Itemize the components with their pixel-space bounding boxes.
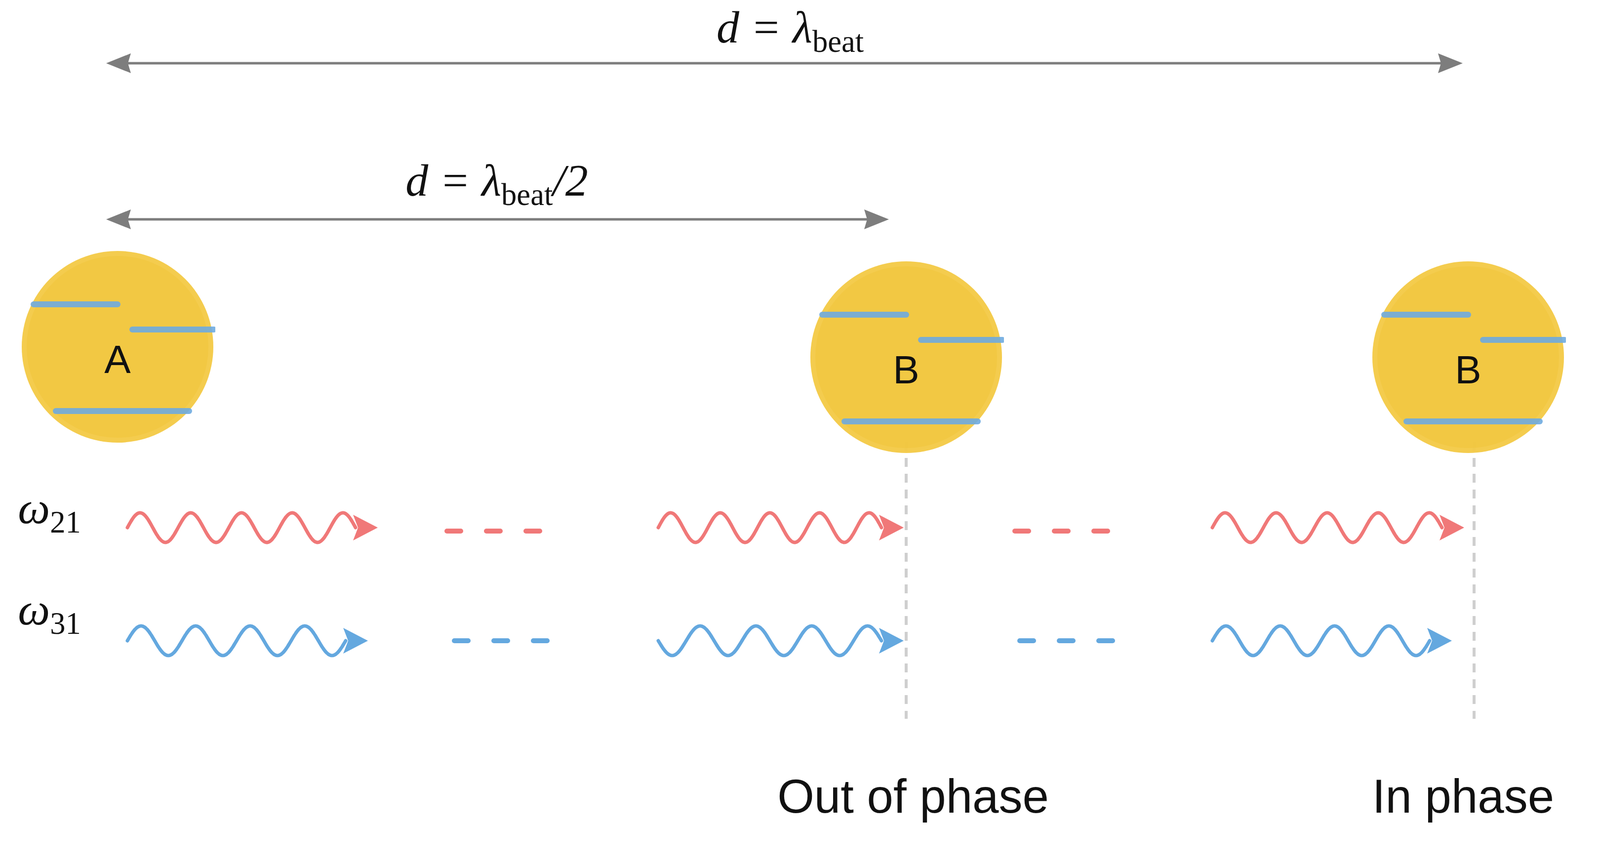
photon-wave [658, 512, 904, 543]
atom-label: B [1454, 324, 1481, 390]
atom-streak [822, 311, 907, 318]
wave-arrowhead [879, 627, 904, 654]
wave-arrowhead [879, 514, 904, 541]
ellipsis-dash [525, 528, 540, 534]
ellipsis-dash [533, 638, 548, 643]
atom-body [1372, 261, 1564, 453]
wave-line [127, 625, 346, 656]
ellipsis-dash [1098, 638, 1113, 643]
atom-circle: A [19, 248, 216, 445]
ellipsis-dash [1054, 528, 1069, 534]
arrow-head [1438, 53, 1463, 74]
atom-streak [920, 336, 1003, 343]
phase-label: In phase [1372, 772, 1555, 820]
ellipsis-dash [493, 638, 508, 643]
atom-streak [1406, 418, 1540, 425]
ellipsis-dash [1019, 638, 1034, 643]
ellipsis-dash [454, 638, 469, 643]
dimension-label: d = λbeat/2 [405, 157, 589, 210]
dimension-line [125, 62, 1443, 65]
dimension-label: d = λbeat [716, 4, 864, 57]
photon-wave [127, 512, 378, 543]
transition-label: ω21 [17, 484, 81, 538]
wave-arrowhead [343, 627, 368, 654]
photon-wave [1212, 625, 1452, 656]
atom-streak [55, 407, 190, 414]
wave-line [1212, 512, 1442, 543]
transition-label: ω31 [17, 586, 81, 639]
dimension-line [125, 218, 870, 221]
phase-label: Out of phase [777, 772, 1049, 820]
wave-line [658, 512, 882, 543]
photon-wave [127, 625, 368, 656]
wave-arrowhead [353, 514, 378, 541]
arrow-head [864, 209, 889, 230]
wave-line [1212, 625, 1430, 656]
wave-line [127, 512, 356, 543]
arrow-head [106, 209, 131, 230]
ellipsis-dash [1014, 528, 1029, 534]
atom-label: A [104, 314, 131, 380]
ellipsis-dash [446, 528, 461, 534]
atom-streak [33, 301, 118, 308]
wave-line [658, 625, 882, 656]
atom-streak [132, 326, 214, 333]
dimension-arrow [106, 209, 889, 230]
atom-shade [815, 266, 998, 448]
ellipsis-dash [1093, 528, 1108, 534]
ellipsis-dash [486, 528, 501, 534]
phase-guide [904, 441, 908, 719]
atom-label: B [892, 324, 920, 390]
atom-streak [844, 418, 978, 425]
atom-streak [1384, 311, 1469, 318]
wave-arrowhead [1427, 627, 1452, 654]
arrow-head [106, 53, 131, 74]
atom-body [810, 261, 1002, 453]
atom-shade [26, 255, 209, 438]
ellipsis-dash [1059, 638, 1074, 643]
dimension-arrow [106, 53, 1463, 74]
atom-body [21, 250, 214, 443]
atom-shade [1377, 266, 1560, 448]
photon-wave [658, 625, 904, 656]
atom-streak [1482, 336, 1565, 343]
photon-wave [1212, 512, 1465, 543]
atom-circle: B [808, 259, 1004, 455]
wave-arrowhead [1439, 514, 1465, 541]
atom-circle: B [1370, 259, 1566, 455]
phase-guide [1472, 441, 1476, 719]
